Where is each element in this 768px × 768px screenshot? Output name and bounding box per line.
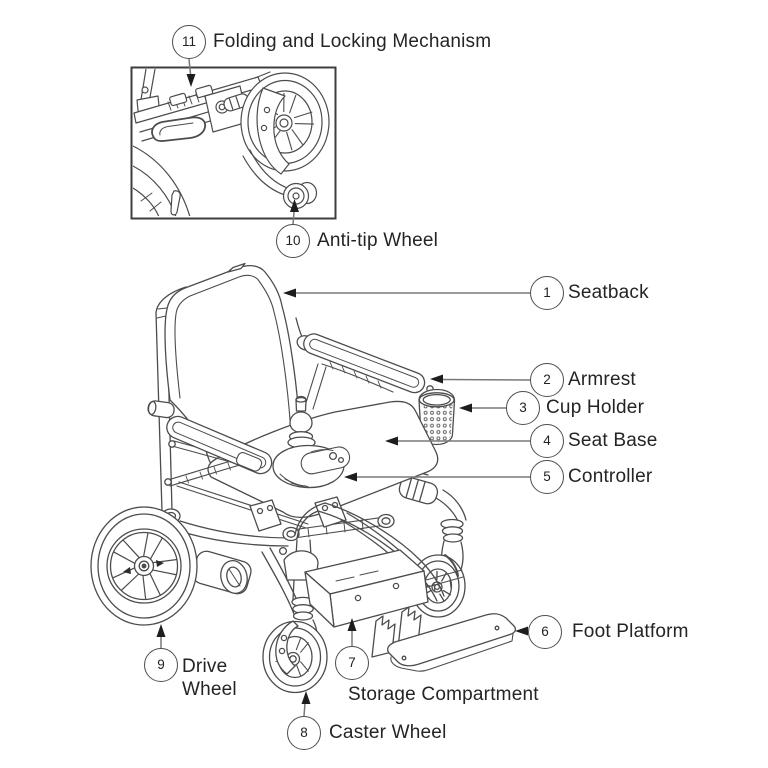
cup-holder-shape [418, 388, 456, 446]
callout-11-label: Folding and Locking Mechanism [213, 31, 492, 52]
callout-5-marker: 5 [530, 460, 564, 494]
near-armrest [164, 415, 273, 487]
callout-3-label: Cup Holder [546, 397, 645, 418]
callout-6-label: Foot Platform [572, 621, 689, 642]
callout-10-label: Anti-tip Wheel [317, 230, 439, 251]
callout-9-label: Drive Wheel [182, 656, 237, 700]
callout-8-marker: 8 [287, 716, 321, 750]
callout-5-label: Controller [568, 466, 653, 487]
motor-shape [192, 550, 252, 595]
callout-6-marker: 6 [528, 615, 562, 649]
storage-compartment-shape [304, 549, 429, 628]
callout-2-marker: 2 [530, 363, 564, 397]
callout-1-label: Seatback [568, 282, 649, 303]
callout-7-label: Storage Compartment [348, 684, 539, 705]
far-armrest [295, 317, 435, 410]
callout-9-marker: 9 [144, 648, 178, 682]
folding-frame [176, 481, 464, 615]
callout-7-marker: 7 [335, 646, 369, 680]
leader-lines [156, 58, 531, 717]
callout-8-label: Caster Wheel [329, 722, 447, 743]
callout-4-label: Seat Base [568, 430, 658, 451]
callout-4-marker: 4 [530, 424, 564, 458]
callout-2-label: Armrest [568, 369, 636, 390]
inset-illustration [133, 69, 330, 216]
callout-1-marker: 1 [530, 276, 564, 310]
foot-platform-shape [387, 613, 517, 672]
callout-10-marker: 10 [276, 224, 310, 258]
wheelchair-illustration [90, 262, 517, 694]
callout-3-marker: 3 [506, 391, 540, 425]
drive-wheel-shape [90, 506, 198, 626]
callout-11-marker: 11 [172, 25, 206, 59]
controller-shape [272, 395, 351, 489]
